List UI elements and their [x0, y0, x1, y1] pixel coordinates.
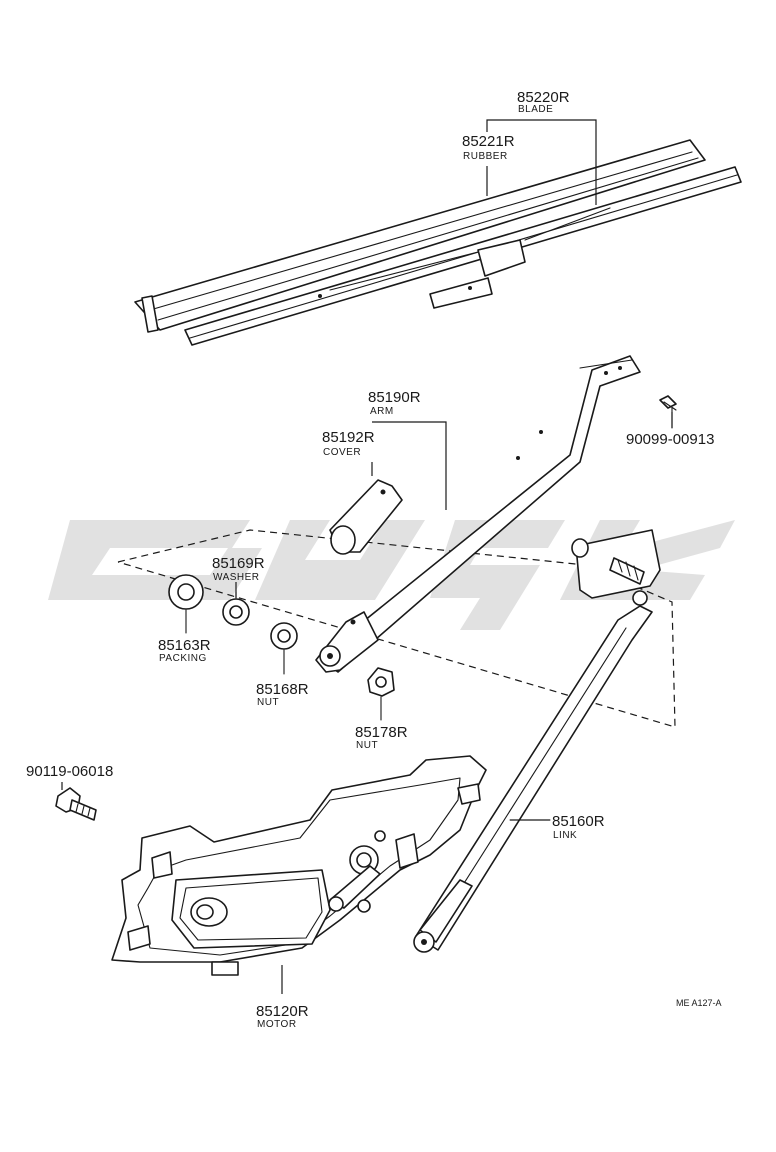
callout-bolt: 90119-06018 — [26, 763, 113, 780]
packing-part-name: PACKING — [159, 653, 207, 664]
wiper-blade — [134, 139, 742, 346]
link-part-name: LINK — [553, 830, 577, 841]
figure-reference: ME A127-A — [676, 998, 722, 1008]
nut-large — [270, 622, 298, 675]
callout-blade: 85220R BLADE — [517, 89, 570, 115]
callout-nut-large: 85168R NUT — [256, 681, 309, 708]
packing-part-number: 85163R — [158, 637, 211, 654]
callout-rubber: 85221R RUBBER — [462, 133, 515, 162]
callout-link: 85160R LINK — [552, 813, 605, 841]
wiper-motor — [111, 755, 487, 976]
blade-part-name: BLADE — [518, 104, 553, 115]
nut-small — [367, 667, 395, 721]
arm-cover — [329, 479, 403, 555]
pivot-bracket — [571, 529, 661, 606]
rubber-part-number: 85221R — [462, 133, 515, 150]
packing — [168, 574, 204, 634]
blade-part-number: 85220R — [517, 89, 570, 106]
bolt-part-number: 90119-06018 — [26, 763, 113, 780]
nut-large-part-number: 85168R — [256, 681, 309, 698]
wiper-arm — [315, 355, 641, 673]
cover-part-name: COVER — [323, 447, 361, 458]
callout-cover: 85192R COVER — [322, 429, 375, 458]
washer — [222, 591, 250, 626]
mounting-bolt — [55, 787, 97, 821]
callout-nut-small: 85178R NUT — [355, 724, 408, 751]
callout-arm: 85190R ARM — [368, 389, 421, 417]
washer-part-name: WASHER — [213, 572, 260, 583]
screw — [659, 395, 677, 429]
callout-washer: 85169R WASHER — [212, 555, 265, 583]
leader-lines — [61, 119, 673, 994]
arm-part-name: ARM — [370, 406, 394, 417]
callout-packing: 85163R PACKING — [158, 637, 211, 664]
motor-part-number: 85120R — [256, 1003, 309, 1020]
cover-part-number: 85192R — [322, 429, 375, 446]
nut-large-part-name: NUT — [257, 697, 279, 708]
nut-small-part-number: 85178R — [355, 724, 408, 741]
rubber-part-name: RUBBER — [463, 151, 508, 162]
screw-part-number: 90099-00913 — [626, 431, 714, 448]
callout-screw: 90099-00913 — [626, 431, 714, 448]
wiper-link — [413, 605, 653, 953]
link-part-number: 85160R — [552, 813, 605, 830]
arm-part-number: 85190R — [368, 389, 421, 406]
motor-part-name: MOTOR — [257, 1019, 297, 1030]
callout-motor: 85120R MOTOR — [256, 1003, 309, 1030]
washer-part-number: 85169R — [212, 555, 265, 572]
nut-small-part-name: NUT — [356, 740, 378, 751]
